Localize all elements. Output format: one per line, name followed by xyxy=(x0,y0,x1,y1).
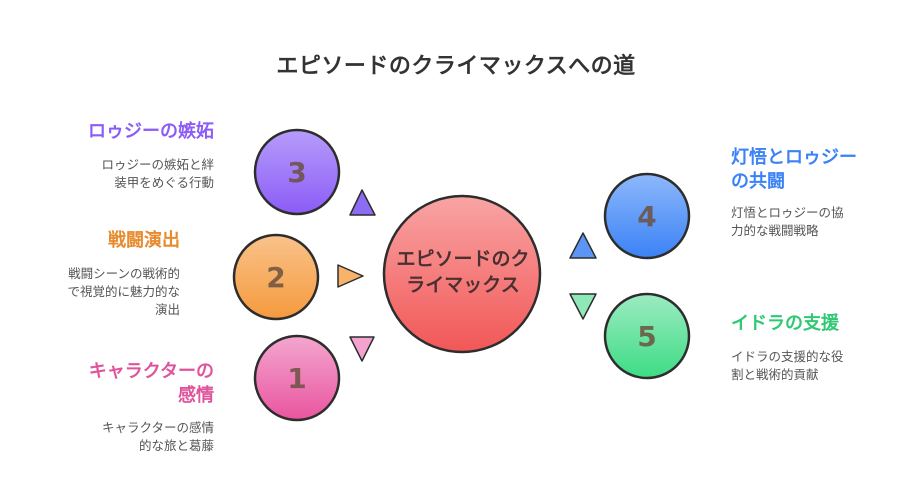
node-1-desc: キャラクターの感情 的な旅と葛藤 xyxy=(40,419,214,455)
center-circle xyxy=(382,194,542,354)
node-4-number: 4 xyxy=(637,200,656,233)
node-4-circle xyxy=(603,172,691,260)
node-1-title-line-1: キャラクターの xyxy=(88,361,214,382)
node-1-desc-line-2: 的な旅と葛藤 xyxy=(138,438,214,453)
node-1-title: キャラクターの 感情 xyxy=(40,360,214,408)
arrow-2-icon xyxy=(337,264,364,288)
arrow-5-icon xyxy=(569,293,597,320)
node-3-number: 3 xyxy=(287,156,306,189)
node-2-number: 2 xyxy=(266,261,285,294)
node-4-title: 灯悟とロゥジー の共闘 xyxy=(731,146,901,194)
center-label-line-1: エピソードのク xyxy=(396,248,530,270)
node-1-number: 1 xyxy=(287,362,306,395)
node-5-number: 5 xyxy=(637,320,656,353)
node-4-desc: 灯悟とロゥジーの協 力的な戦闘戦略 xyxy=(731,204,901,240)
node-3-desc-line-1: ロゥジーの嫉妬と絆 xyxy=(101,157,214,172)
node-4-desc-line-1: 灯悟とロゥジーの協 xyxy=(731,205,844,220)
node-2-title: 戦闘演出 xyxy=(108,230,180,251)
node-5-desc: イドラの支援的な役 割と戦術的貢献 xyxy=(731,348,901,384)
center-label: エピソードのク ライマックス xyxy=(388,246,538,298)
node-3-desc-line-2: 装甲をめぐる行動 xyxy=(114,175,214,190)
node-2-desc: 戦闘シーンの戦術的 で視覚的に魅力的な 演出 xyxy=(20,265,180,319)
page-title: エピソードのクライマックスへの道 xyxy=(276,54,636,79)
center-label-line-2: ライマックス xyxy=(406,274,520,296)
node-1-title-line-2: 感情 xyxy=(178,385,214,406)
arrow-3-icon xyxy=(349,189,376,216)
node-1-circle xyxy=(253,334,341,422)
node-5-desc-line-2: 割と戦術的貢献 xyxy=(731,367,819,382)
node-5-circle xyxy=(603,292,691,380)
node-5-desc-line-1: イドラの支援的な役 xyxy=(731,349,844,364)
arrow-1-icon xyxy=(349,336,375,362)
node-5-title: イドラの支援 xyxy=(731,313,839,334)
node-1-desc-line-1: キャラクターの感情 xyxy=(101,420,214,435)
node-3-title: ロゥジーの嫉妬 xyxy=(88,121,214,142)
node-3-desc: ロゥジーの嫉妬と絆 装甲をめぐる行動 xyxy=(40,156,214,192)
node-4-title-line-1: 灯悟とロゥジー xyxy=(731,147,857,168)
node-4-desc-line-2: 力的な戦闘戦略 xyxy=(731,223,819,238)
node-4-title-line-2: の共闘 xyxy=(731,171,785,192)
node-2-desc-line-1: 戦闘シーンの戦術的 xyxy=(68,266,180,281)
node-2-circle xyxy=(232,233,320,321)
node-3-circle xyxy=(253,128,341,216)
arrow-4-icon xyxy=(569,232,597,259)
node-2-desc-line-2: で視覚的に魅力的な xyxy=(67,284,180,299)
node-2-desc-line-3: 演出 xyxy=(154,302,180,317)
